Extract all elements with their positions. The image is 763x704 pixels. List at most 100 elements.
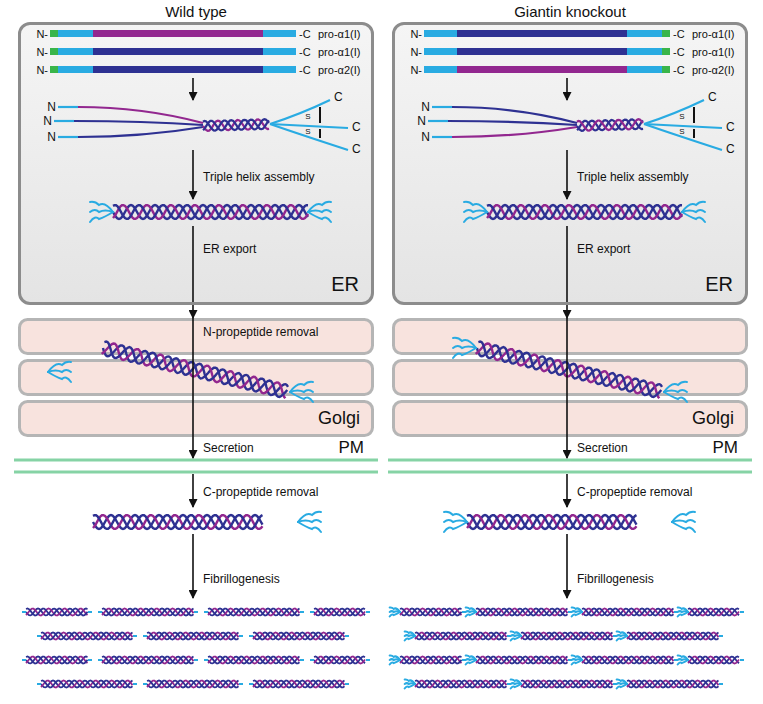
- chain-name: pro-α1(I): [318, 28, 360, 41]
- collagen-strand: [93, 515, 263, 529]
- collagen-strand: [26, 657, 88, 664]
- chain-name: pro-α1(I): [692, 28, 734, 41]
- collagen-strand: [41, 681, 133, 688]
- compartment-label: Golgi: [692, 408, 734, 430]
- collagen-strand: [41, 633, 133, 640]
- propeptide: [466, 660, 476, 665]
- telopeptide: [133, 635, 137, 637]
- plasma-membrane-band: PM: [392, 458, 748, 474]
- telopeptide: [719, 635, 723, 637]
- collagen-strand: [208, 657, 300, 664]
- panel-title: Giantin knockout: [514, 3, 626, 21]
- collagen-strand: [253, 633, 345, 640]
- chain-bar: [263, 30, 296, 37]
- collagen-strand: [102, 657, 194, 664]
- collagen-strand: [521, 681, 613, 688]
- collagen-strand: [476, 657, 568, 664]
- terminus-label: -C: [299, 28, 311, 41]
- collagen-strand: [113, 205, 308, 219]
- flow-connector: [192, 305, 194, 318]
- propeptide: [90, 212, 113, 222]
- chain-name: pro-α1(I): [692, 46, 734, 59]
- flow-arrow: [192, 474, 194, 507]
- collagen-strand: [487, 205, 682, 219]
- telopeptide: [143, 635, 147, 637]
- telopeptide: [204, 611, 208, 613]
- chain-bar: [58, 48, 93, 55]
- chain-bar: [50, 66, 58, 73]
- terminus-label: -C: [299, 46, 311, 59]
- propeptide: [664, 382, 687, 392]
- propeptide: [672, 520, 695, 522]
- telopeptide: [143, 683, 147, 685]
- collagen-strand: [74, 121, 203, 125]
- terminus-label: N: [421, 130, 430, 144]
- collagen-strand: [102, 609, 194, 616]
- propeptide: [390, 660, 400, 665]
- collagen-strand: [577, 119, 643, 130]
- propeptide: [90, 202, 113, 212]
- collagen-strand: [582, 657, 674, 664]
- collagen-strand: [147, 633, 239, 640]
- er-fill: [394, 24, 747, 304]
- telopeptide: [88, 659, 92, 661]
- chain-bar: [50, 48, 58, 55]
- propeptide: [511, 636, 521, 641]
- collagen-strand: [582, 609, 674, 616]
- propeptide: [682, 202, 705, 212]
- telopeptide: [345, 683, 349, 685]
- disulfide-bond: [693, 129, 695, 138]
- propeptide: [617, 684, 627, 689]
- chain-bar: [662, 30, 670, 37]
- chain-bar: [424, 48, 457, 55]
- collagen-strand: [476, 657, 568, 664]
- telopeptide: [740, 611, 744, 613]
- flow-arrow: [192, 78, 194, 100]
- terminus-label: N-: [410, 46, 422, 59]
- propeptide: [444, 522, 467, 532]
- plasma-membrane: [388, 471, 752, 474]
- propeptide: [466, 612, 476, 617]
- chain-bar: [627, 48, 662, 55]
- chain-bar: [627, 30, 662, 37]
- golgi-stack: Golgi: [18, 318, 374, 436]
- collagen-strand: [41, 633, 133, 640]
- propeptide: [308, 212, 331, 222]
- collagen-strand: [147, 681, 239, 688]
- chain-bar: [93, 48, 263, 55]
- collagen-strand: [147, 633, 239, 640]
- telopeptide: [194, 611, 198, 613]
- propeptide: [432, 106, 452, 108]
- terminus-label: C: [352, 120, 361, 134]
- golgi-stack: Golgi: [392, 318, 748, 436]
- step-label: Fibrillogenesis: [203, 572, 280, 586]
- terminus-label: C: [352, 142, 361, 156]
- step-label: N-propeptide removal: [203, 325, 318, 339]
- terminus-label: -C: [673, 64, 685, 77]
- propeptide: [90, 210, 113, 212]
- flow-arrow: [566, 474, 568, 507]
- terminus-label: N: [421, 100, 430, 114]
- propeptide: [572, 612, 582, 617]
- chain-bar: [263, 66, 296, 73]
- chain-bar: [424, 66, 457, 73]
- flow-arrow: [192, 150, 194, 199]
- collagen-strand: [521, 633, 613, 640]
- propeptide: [617, 631, 627, 636]
- chain-bar: [457, 48, 627, 55]
- collagen-strand: [26, 609, 88, 616]
- propeptide: [664, 390, 687, 392]
- collagen-strand: [476, 609, 568, 616]
- collagen-strand: [582, 657, 674, 664]
- terminus-label: -C: [299, 64, 311, 77]
- chain-bar: [424, 30, 457, 37]
- collagen-strand: [627, 633, 719, 640]
- flow-connector: [566, 305, 568, 318]
- collagen-strand: [203, 119, 269, 130]
- plasma-membrane: [388, 459, 752, 462]
- telopeptide: [133, 683, 137, 685]
- collagen-strand: [415, 681, 507, 688]
- collagen-strand: [147, 633, 239, 640]
- step-label: ER export: [203, 242, 256, 256]
